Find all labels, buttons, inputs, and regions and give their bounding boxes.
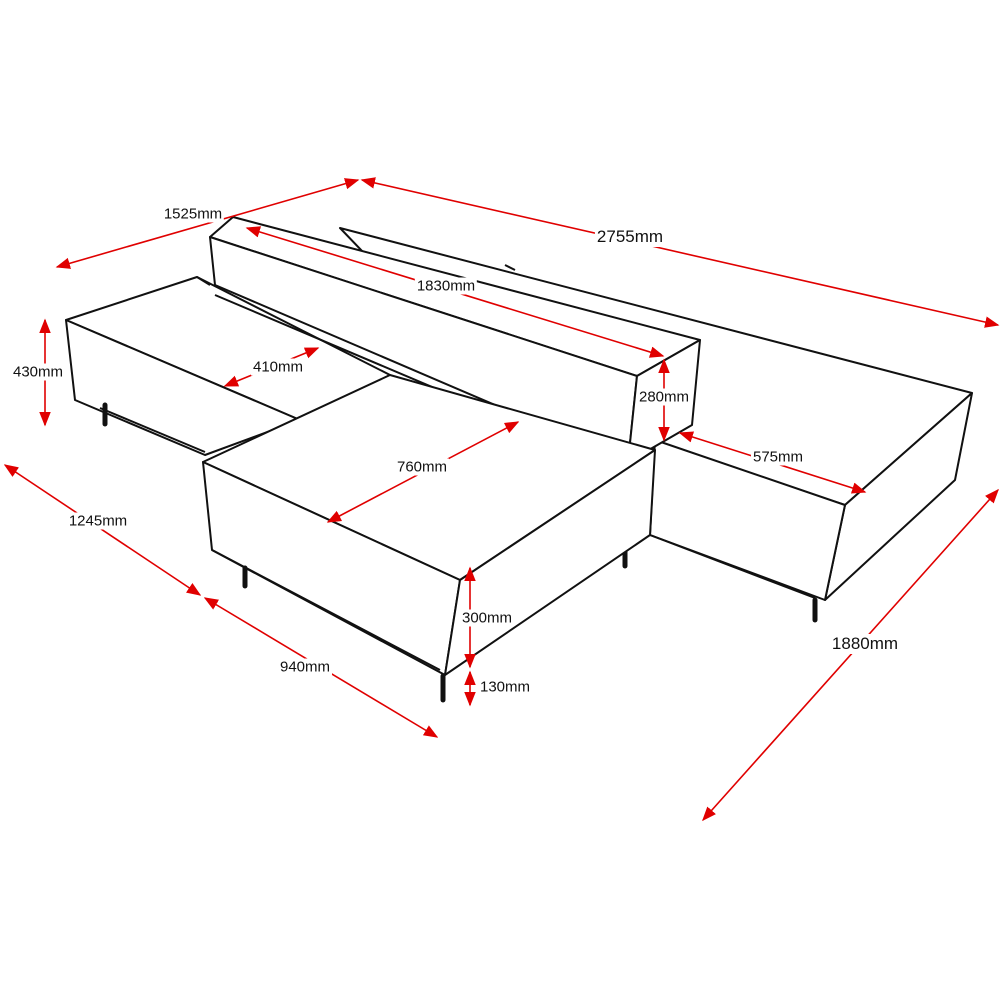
label-1880: 1880mm (829, 634, 901, 654)
label-575: 575mm (750, 448, 806, 466)
dimension-lines (3, 177, 1000, 822)
label-300: 300mm (459, 609, 515, 627)
dim-line-1880 (702, 488, 999, 822)
label-1245: 1245mm (66, 512, 130, 530)
label-130: 130mm (477, 678, 533, 696)
label-1830: 1830mm (414, 277, 478, 295)
label-430: 430mm (10, 363, 66, 381)
label-410: 410mm (250, 358, 306, 376)
dim-line-2755 (360, 177, 1000, 328)
label-760: 760mm (394, 458, 450, 476)
label-940: 940mm (277, 658, 333, 676)
label-280: 280mm (636, 388, 692, 406)
dim-line-1245 (3, 464, 202, 596)
label-1525: 1525mm (161, 205, 225, 223)
label-2755: 2755mm (594, 227, 666, 247)
dim-line-1525 (55, 178, 360, 269)
